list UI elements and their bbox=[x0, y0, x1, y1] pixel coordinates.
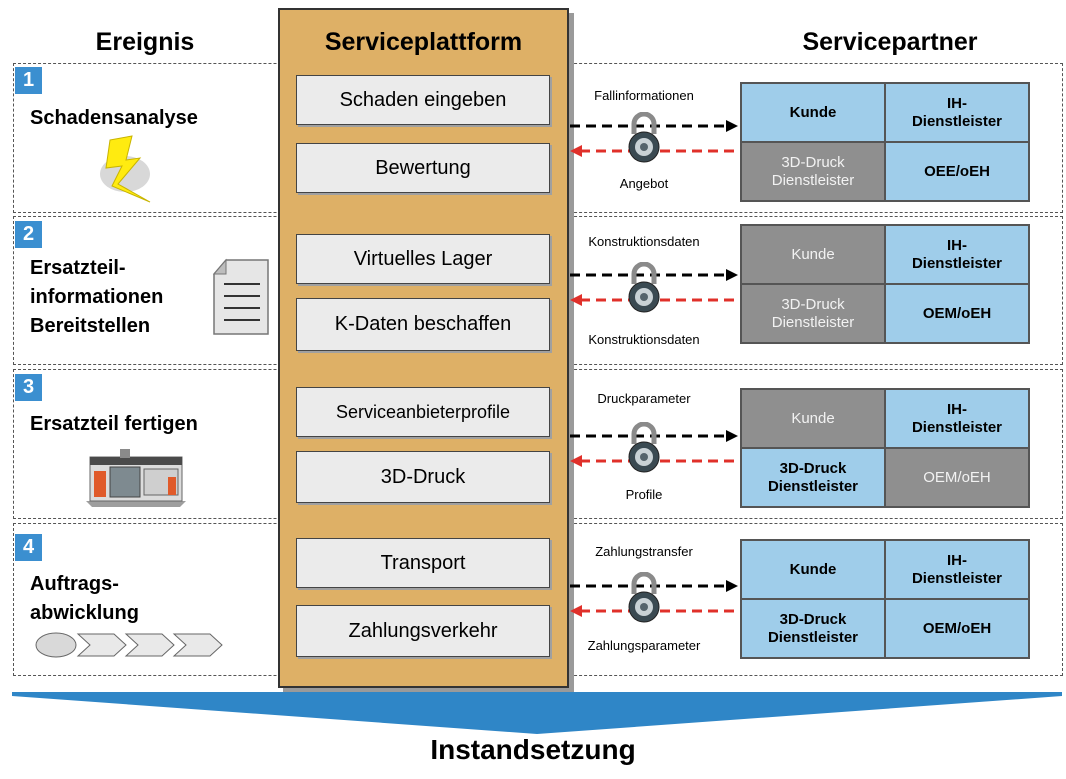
lane-3-arrow-right bbox=[570, 430, 738, 442]
lane-1-top-label: Fallinformationen bbox=[594, 88, 694, 103]
partner-cell: Kunde bbox=[741, 83, 885, 142]
lane-1-partner-grid: Kunde IH- Dienstleister 3D-Druck Dienstl… bbox=[740, 82, 1030, 202]
lightning-icon bbox=[100, 135, 151, 203]
partner-cell: Kunde bbox=[741, 225, 885, 284]
partner-cell: IH- Dienstleister bbox=[885, 83, 1029, 142]
lane-4-bottom-label: Zahlungsparameter bbox=[587, 638, 701, 653]
lane-3-partner-grid: Kunde IH- Dienstleister 3D-Druck Dienstl… bbox=[740, 388, 1030, 508]
lane-1-number: 1 bbox=[15, 67, 42, 94]
lane-3-arrow-left bbox=[570, 455, 738, 467]
partner-cell: IH- Dienstleister bbox=[885, 389, 1029, 448]
lane-2-arrow-right bbox=[570, 269, 738, 281]
lane-1-bottom-label: Angebot bbox=[619, 176, 669, 191]
lane-3-top-label: Druckparameter bbox=[597, 391, 691, 406]
partner-cell: OEM/oEH bbox=[885, 284, 1029, 343]
lane-1-event: Schadensanalyse bbox=[30, 107, 198, 129]
lock-icon bbox=[628, 572, 660, 623]
lane-4-partner-grid: Kunde IH- Dienstleister 3D-Druck Dienstl… bbox=[740, 539, 1030, 659]
partner-cell: 3D-Druck Dienstleister bbox=[741, 599, 885, 658]
lane-4-arrow-right bbox=[570, 580, 738, 592]
document-icon bbox=[212, 258, 269, 335]
bottom-chevron-arrow bbox=[12, 692, 1062, 734]
header-event: Ereignis bbox=[95, 28, 195, 56]
lane-2-top-label: Konstruktionsdaten bbox=[588, 234, 700, 249]
lane-2-partner-grid: Kunde IH- Dienstleister 3D-Druck Dienstl… bbox=[740, 224, 1030, 344]
platform-item-zahlungsverkehr: Zahlungsverkehr bbox=[296, 605, 550, 657]
footer-label: Instandsetzung bbox=[430, 734, 636, 765]
platform-item-serviceanbieterprofile: Serviceanbieterprofile bbox=[296, 387, 550, 437]
lane-4-event: Auftrags- abwicklung bbox=[30, 573, 139, 624]
lane-4-top-label: Zahlungstransfer bbox=[595, 544, 693, 559]
lane-4-arrow-left bbox=[570, 605, 738, 617]
header-partner: Servicepartner bbox=[802, 28, 978, 56]
partner-cell: Kunde bbox=[741, 540, 885, 599]
lane-1-arrow-right bbox=[570, 120, 738, 132]
lane-3-event: Ersatzteil fertigen bbox=[30, 413, 198, 435]
lane-2-arrow-left bbox=[570, 294, 738, 306]
process-chevrons-icon bbox=[35, 632, 223, 658]
platform-item-bewertung: Bewertung bbox=[296, 143, 550, 193]
partner-cell: OEM/oEH bbox=[885, 599, 1029, 658]
partner-cell: IH- Dienstleister bbox=[885, 540, 1029, 599]
lock-icon bbox=[628, 262, 660, 313]
lane-1-arrow-left bbox=[570, 145, 738, 157]
lock-icon bbox=[628, 112, 660, 163]
lane-3-number: 3 bbox=[15, 374, 42, 401]
lane-4-number: 4 bbox=[15, 534, 42, 561]
platform-item-schaden-eingeben: Schaden eingeben bbox=[296, 75, 550, 125]
partner-cell: OEE/oEH bbox=[885, 142, 1029, 201]
platform-item-transport: Transport bbox=[296, 538, 550, 588]
partner-cell: IH- Dienstleister bbox=[885, 225, 1029, 284]
platform-item-virtuelles-lager: Virtuelles Lager bbox=[296, 234, 550, 284]
partner-cell: OEM/oEH bbox=[885, 448, 1029, 507]
lane-2-bottom-label: Konstruktionsdaten bbox=[588, 332, 700, 347]
lane-2-event: Ersatzteil- informationen Bereitstellen bbox=[30, 257, 164, 337]
partner-cell: 3D-Druck Dienstleister bbox=[741, 284, 885, 343]
3d-printer-icon bbox=[86, 449, 186, 507]
partner-cell: 3D-Druck Dienstleister bbox=[741, 142, 885, 201]
lane-3-bottom-label: Profile bbox=[625, 487, 663, 502]
partner-cell: 3D-Druck Dienstleister bbox=[741, 448, 885, 507]
lane-2-number: 2 bbox=[15, 221, 42, 248]
partner-cell: Kunde bbox=[741, 389, 885, 448]
platform-item-3d-druck: 3D-Druck bbox=[296, 451, 550, 503]
lock-icon bbox=[628, 422, 660, 473]
platform-item-k-daten-beschaffen: K-Daten beschaffen bbox=[296, 298, 550, 351]
header-platform: Serviceplattform bbox=[324, 28, 523, 56]
